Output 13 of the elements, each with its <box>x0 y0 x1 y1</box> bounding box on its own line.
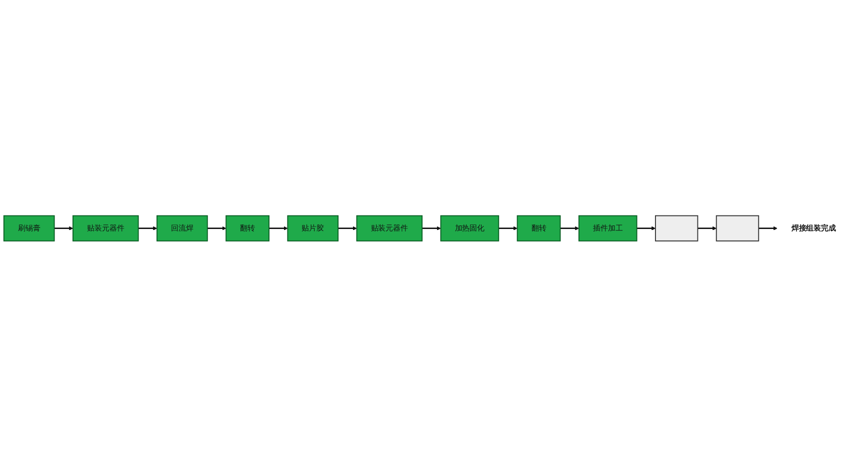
arrow <box>758 226 778 230</box>
arrow <box>138 226 158 230</box>
arrow <box>338 226 357 230</box>
arrow <box>207 226 226 230</box>
arrow <box>54 226 74 230</box>
arrow <box>498 226 518 230</box>
node-box <box>655 214 698 242</box>
arrow <box>422 226 441 230</box>
arrow <box>269 226 288 230</box>
arrow <box>698 226 717 230</box>
arrow <box>560 226 580 230</box>
node-box <box>716 214 760 242</box>
arrow <box>636 226 656 230</box>
